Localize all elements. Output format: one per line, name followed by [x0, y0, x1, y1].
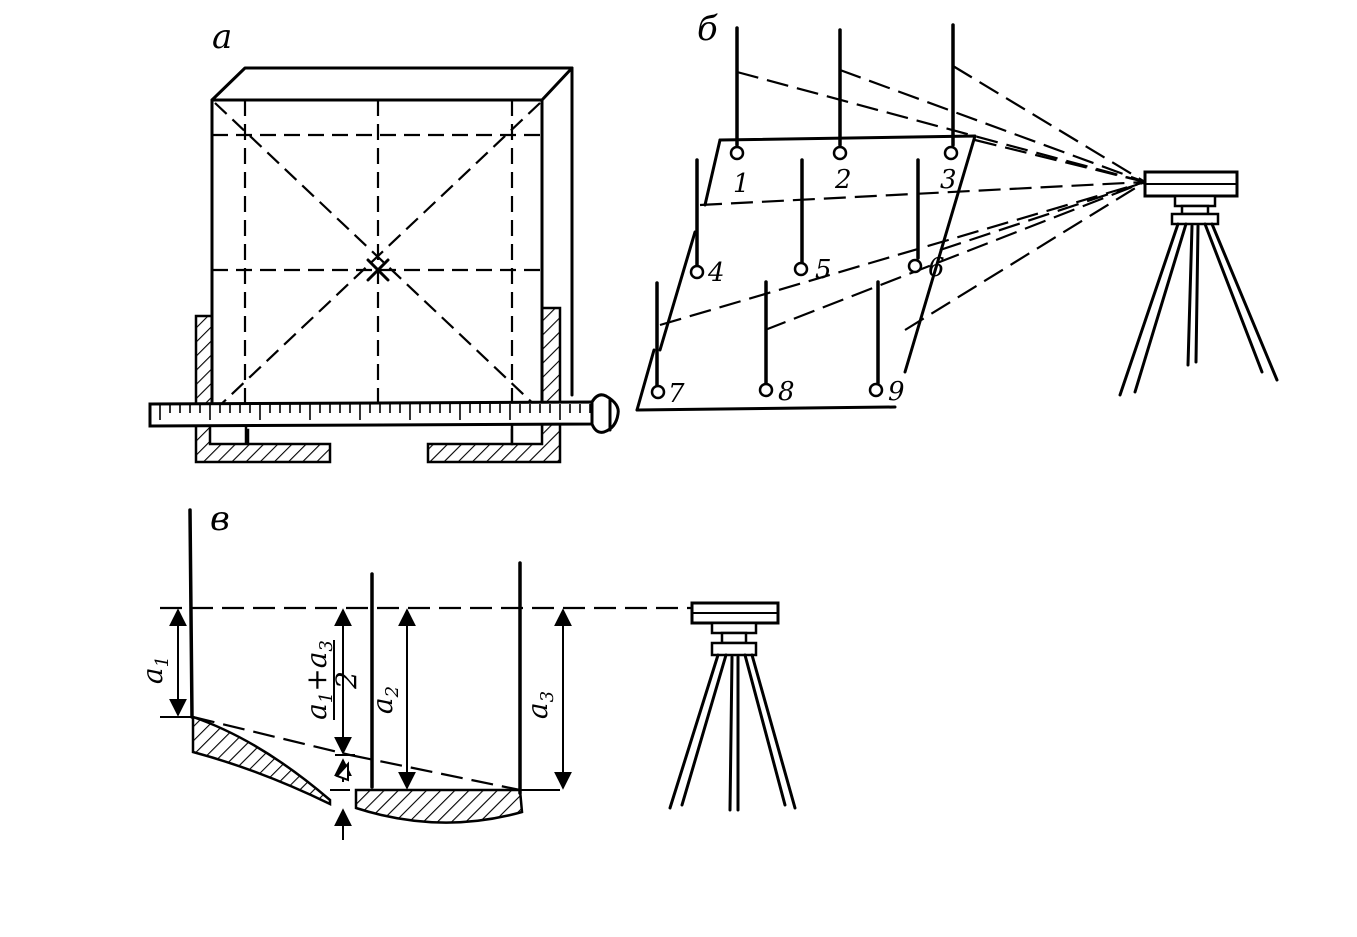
- clamp-left: [194, 314, 332, 464]
- dim-a3: a3: [521, 691, 558, 719]
- panel-c-label: в: [210, 499, 230, 539]
- dimension-arrows: [169, 608, 572, 840]
- section-hatch: [191, 715, 524, 824]
- panel-a: а: [148, 17, 620, 464]
- point-label-4: 4: [707, 258, 725, 288]
- panel-b: б: [635, 9, 1279, 412]
- svg-text:2: 2: [330, 671, 363, 690]
- point-label-3: 3: [940, 165, 957, 195]
- leveling-plane: [635, 134, 977, 412]
- panel-c: в a1: [136, 499, 797, 840]
- svg-text:a1+a3: a1+a3: [300, 640, 337, 720]
- dim-half-sum: a1+a3 2: [300, 640, 363, 720]
- point-label-9: 9: [888, 377, 905, 407]
- point-label-5: 5: [815, 255, 832, 285]
- level-instrument-b: [1118, 170, 1279, 397]
- center-mark: [366, 258, 390, 282]
- point-label-2: 2: [834, 165, 852, 195]
- point-label-7: 7: [668, 379, 685, 409]
- panel-a-label: а: [212, 17, 232, 57]
- dim-a1: a1: [136, 656, 173, 684]
- point-label-6: 6: [928, 253, 945, 283]
- point-label-1: 1: [733, 169, 750, 199]
- point-label-8: 8: [778, 377, 795, 407]
- staffs: [650, 23, 959, 400]
- sight-lines-c: [160, 606, 695, 792]
- point-labels: 1 2 3 4 5 6 7 8 9: [668, 165, 957, 409]
- dim-a2: a2: [366, 686, 403, 714]
- clamp-right: [426, 306, 562, 464]
- panel-b-label: б: [697, 9, 718, 49]
- frame-grid: [212, 100, 542, 418]
- staffs-c: [188, 508, 522, 795]
- measuring-screw: [148, 393, 620, 434]
- level-instrument-c: [668, 601, 797, 812]
- sight-lines: [659, 65, 1146, 332]
